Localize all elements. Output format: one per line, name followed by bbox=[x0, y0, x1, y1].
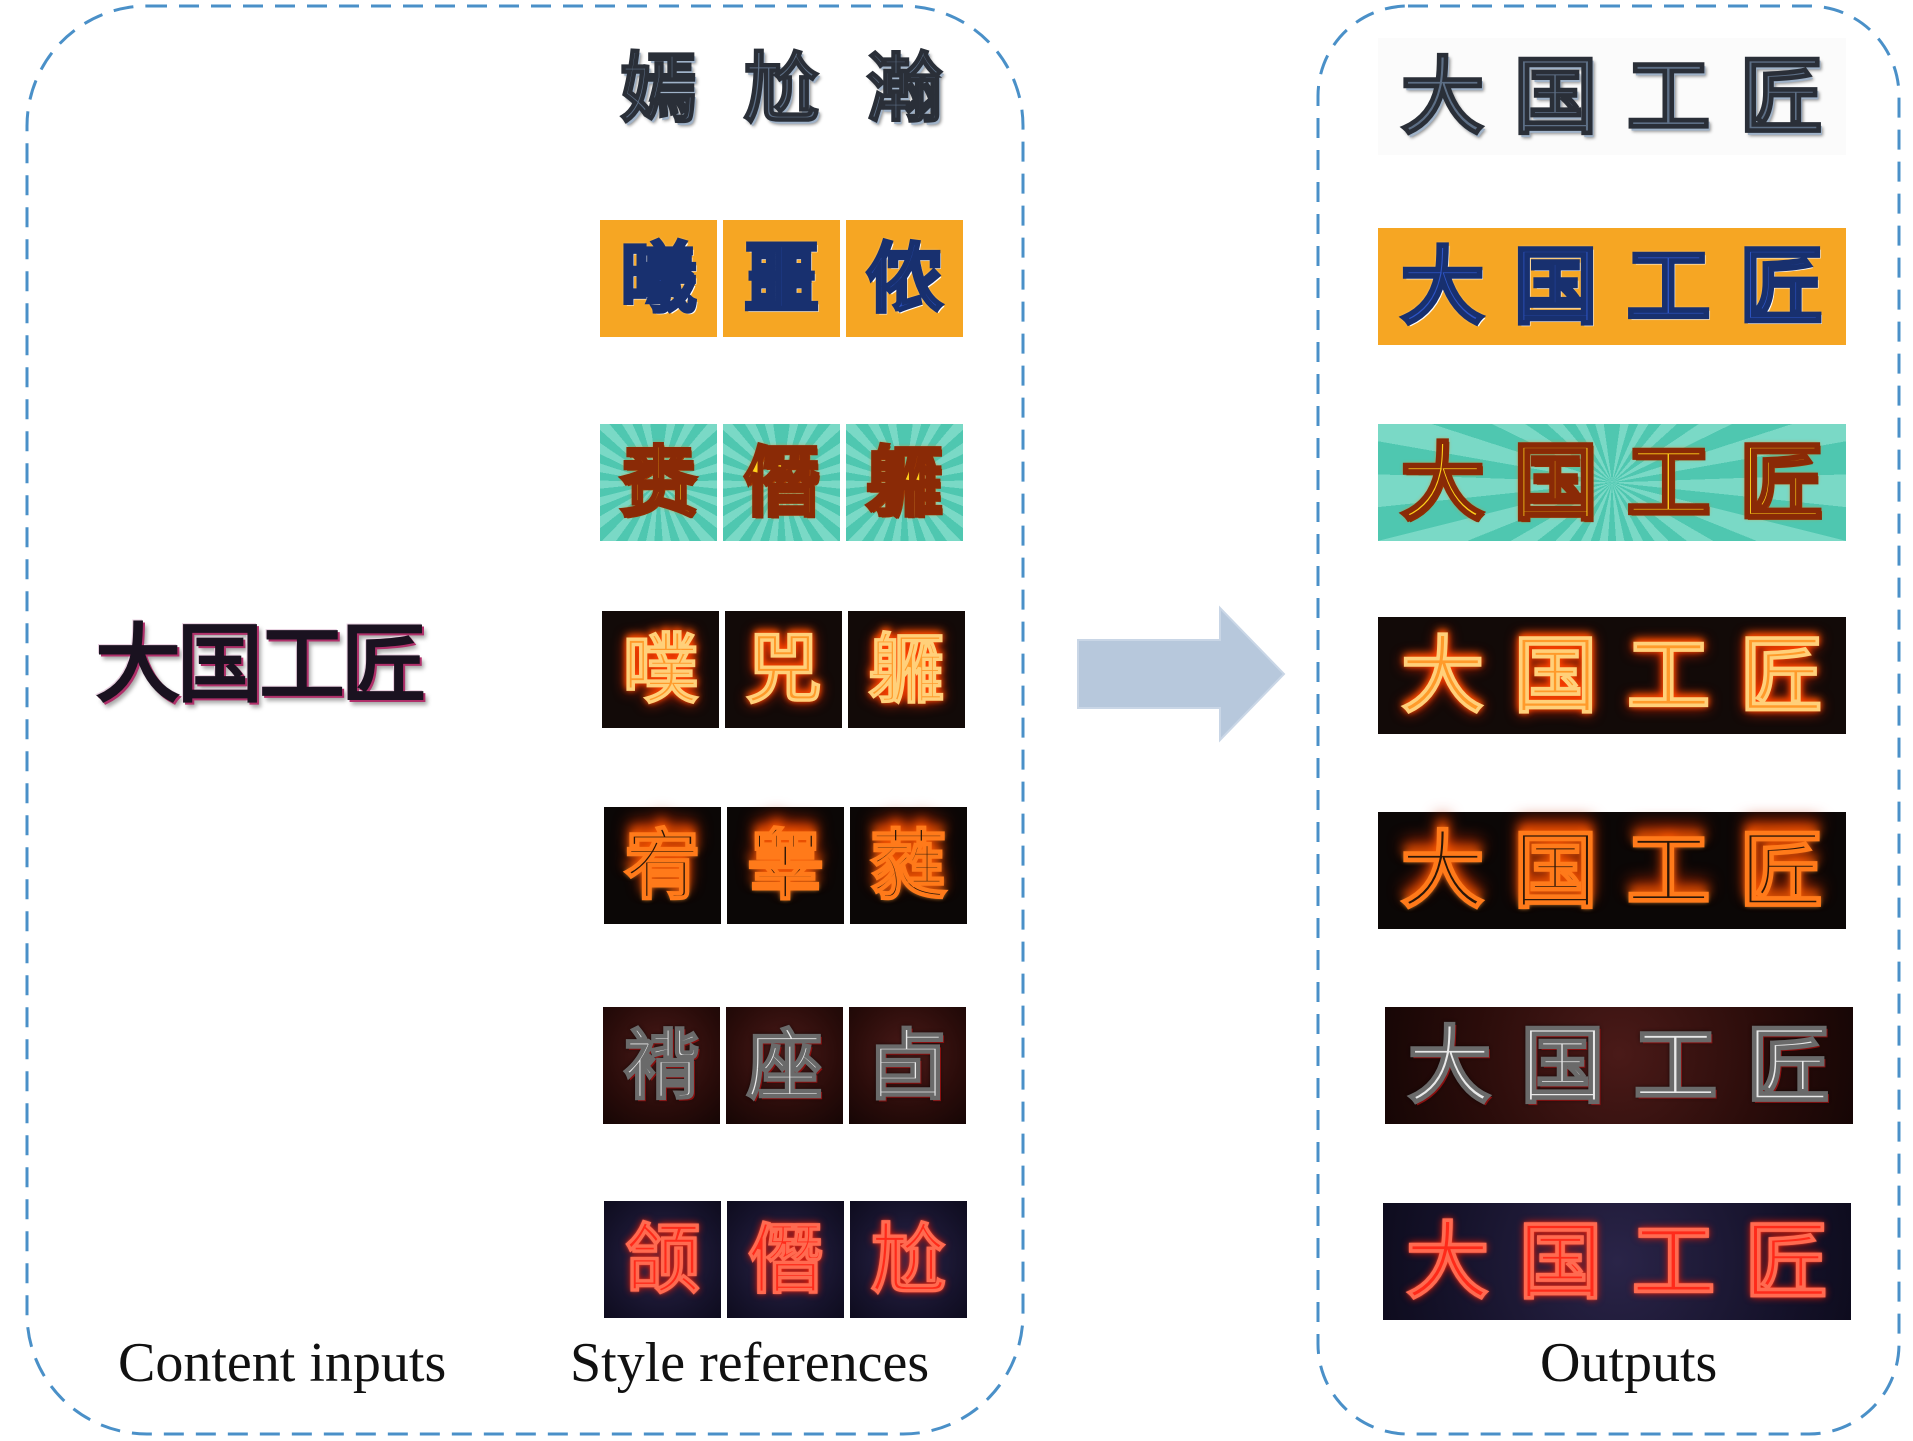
output-row-7: 大 国 工 匠 bbox=[1383, 1203, 1851, 1320]
style-ref-tile: 僭 bbox=[727, 1201, 844, 1318]
output-glyph: 国 bbox=[1518, 1212, 1603, 1311]
output-glyph: 大 bbox=[1399, 237, 1486, 336]
output-glyph: 工 bbox=[1631, 1212, 1716, 1311]
output-glyph: 大 bbox=[1399, 821, 1485, 920]
output-glyph: 国 bbox=[1513, 626, 1598, 725]
output-glyph: 匠 bbox=[1738, 433, 1825, 532]
right-arrow-icon bbox=[1077, 605, 1286, 743]
style-reference-row-7: 颌 僭 尬 bbox=[604, 1201, 967, 1318]
style-ref-tile: 颌 bbox=[604, 1201, 721, 1318]
output-glyph: 国 bbox=[1512, 237, 1599, 336]
output-glyph: 国 bbox=[1519, 1016, 1605, 1115]
caption-style-references: Style references bbox=[570, 1332, 930, 1394]
style-reference-row-4: 噗 兕 軅 bbox=[602, 611, 965, 728]
caption-outputs: Outputs bbox=[1540, 1332, 1718, 1394]
output-glyph: 工 bbox=[1632, 1016, 1718, 1115]
style-ref-tile: 軅 bbox=[848, 611, 965, 728]
output-glyph: 工 bbox=[1625, 433, 1712, 532]
output-row-1: 大 国 工 匠 bbox=[1378, 38, 1846, 155]
output-glyph: 匠 bbox=[1739, 626, 1824, 725]
output-glyph: 国 bbox=[1512, 47, 1598, 146]
style-ref-tile: 赉 bbox=[600, 424, 717, 541]
output-row-4: 大 国 工 匠 bbox=[1378, 617, 1846, 734]
output-glyph: 大 bbox=[1405, 1212, 1490, 1311]
style-reference-row-2: 曦 噩 侬 bbox=[600, 220, 963, 337]
output-glyph: 大 bbox=[1406, 1016, 1492, 1115]
style-ref-tile: 座 bbox=[726, 1007, 843, 1124]
output-glyph: 工 bbox=[1625, 821, 1711, 920]
style-ref-tile: 睾 bbox=[727, 807, 844, 924]
style-ref-tile: 尬 bbox=[723, 30, 840, 147]
caption-content-inputs: Content inputs bbox=[118, 1332, 447, 1394]
output-row-3: 大 国 工 匠 bbox=[1378, 424, 1846, 541]
style-ref-tile: 褙 bbox=[603, 1007, 720, 1124]
style-ref-tile: 卣 bbox=[849, 1007, 966, 1124]
output-row-6: 大 国 工 匠 bbox=[1385, 1007, 1853, 1124]
output-glyph: 匠 bbox=[1738, 237, 1825, 336]
right-panel-border bbox=[1316, 4, 1901, 1436]
output-glyph: 匠 bbox=[1738, 47, 1824, 146]
style-reference-row-3: 赉 僭 軅 bbox=[600, 424, 963, 541]
style-reference-row-5: 宥 睾 蕤 bbox=[604, 807, 967, 924]
output-glyph: 匠 bbox=[1744, 1212, 1829, 1311]
style-ref-tile: 尬 bbox=[850, 1201, 967, 1318]
output-glyph: 工 bbox=[1625, 47, 1711, 146]
output-glyph: 匠 bbox=[1745, 1016, 1831, 1115]
style-ref-tile: 噩 bbox=[723, 220, 840, 337]
output-glyph: 匠 bbox=[1738, 821, 1824, 920]
output-glyph: 国 bbox=[1512, 821, 1598, 920]
output-glyph: 工 bbox=[1626, 626, 1711, 725]
style-ref-tile: 宥 bbox=[604, 807, 721, 924]
style-ref-tile: 瀚 bbox=[846, 30, 963, 147]
style-ref-tile: 僭 bbox=[723, 424, 840, 541]
left-panel-border bbox=[25, 4, 1025, 1436]
output-glyph: 工 bbox=[1625, 237, 1712, 336]
content-input-glyphs: 大国工匠 bbox=[95, 615, 427, 715]
style-reference-row-1: 嫣 尬 瀚 bbox=[600, 30, 963, 147]
style-ref-tile: 侬 bbox=[846, 220, 963, 337]
output-row-2: 大 国 工 匠 bbox=[1378, 228, 1846, 345]
style-ref-tile: 兕 bbox=[725, 611, 842, 728]
style-ref-tile: 嫣 bbox=[600, 30, 717, 147]
output-glyph: 大 bbox=[1399, 47, 1485, 146]
style-ref-tile: 軅 bbox=[846, 424, 963, 541]
style-reference-row-6: 褙 座 卣 bbox=[603, 1007, 966, 1124]
style-ref-tile: 噗 bbox=[602, 611, 719, 728]
output-glyph: 大 bbox=[1400, 626, 1485, 725]
style-ref-tile: 蕤 bbox=[850, 807, 967, 924]
output-row-5: 大 国 工 匠 bbox=[1378, 812, 1846, 929]
output-glyph: 大 bbox=[1399, 433, 1486, 532]
style-ref-tile: 曦 bbox=[600, 220, 717, 337]
output-glyph: 国 bbox=[1512, 433, 1599, 532]
